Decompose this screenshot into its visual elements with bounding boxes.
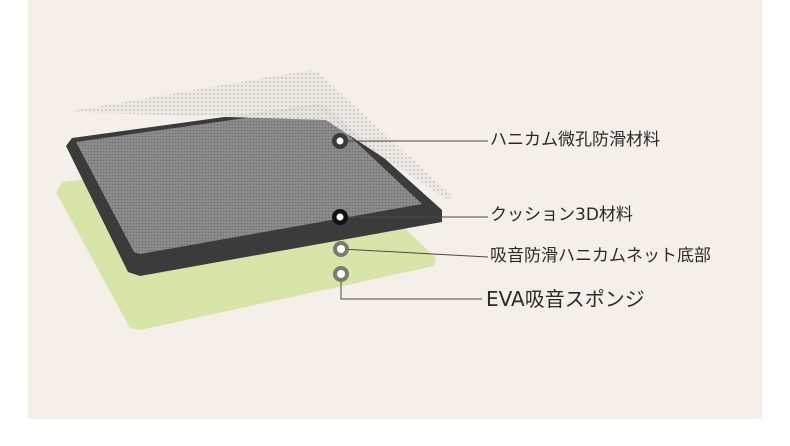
leader-lines	[340, 140, 489, 300]
label-eva-sponge: EVA吸音スポンジ	[486, 287, 645, 311]
callout-dot-2	[332, 209, 348, 225]
label-honeycomb-net-base: 吸音防滑ハニカムネット底部	[490, 246, 711, 266]
label-honeycomb-mesh: ハニカム微孔防滑材料	[490, 130, 660, 150]
label-cushion-3d: クッション3D材料	[490, 205, 633, 225]
callout-dot-4	[333, 266, 349, 282]
leader-line-4	[340, 274, 482, 300]
leader-line-3	[340, 248, 489, 258]
callout-dot-3	[333, 241, 349, 257]
callout-dot-1	[332, 133, 348, 149]
honeycomb-mesh-layer	[66, 70, 452, 200]
